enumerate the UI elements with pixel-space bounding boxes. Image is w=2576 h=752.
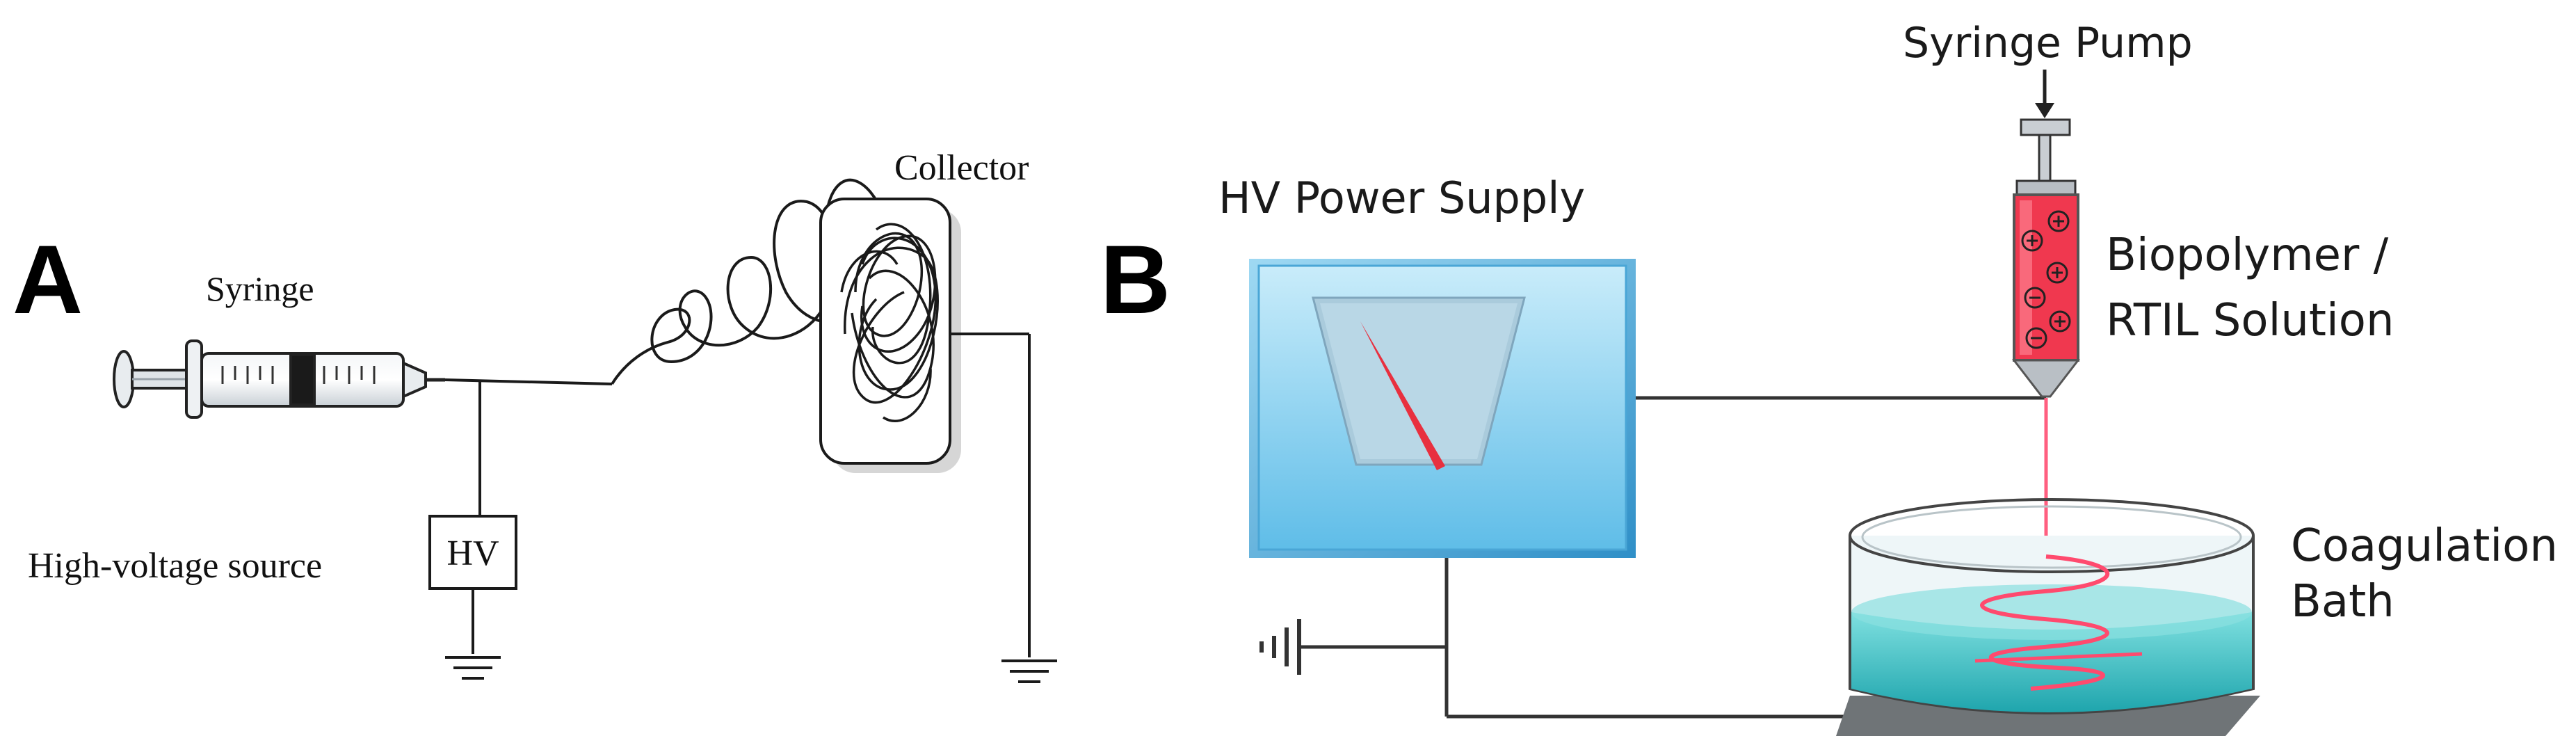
collector-ground-icon [1001, 659, 1057, 683]
panel-b: B HV Power Supply Syringe Pump [1100, 19, 2558, 736]
syringe-label: Syringe [206, 269, 314, 308]
panel-b-letter: B [1100, 225, 1170, 334]
syringe-icon [113, 339, 445, 419]
coagulation-bath [1836, 498, 2260, 736]
power-supply-icon [1249, 259, 1636, 558]
power-supply-label: HV Power Supply [1218, 173, 1585, 223]
collector-label: Collector [894, 148, 1029, 188]
panel-a-letter: A [13, 225, 83, 334]
syringe-pump-icon [2013, 70, 2079, 362]
ground-icon [445, 656, 501, 680]
collector-icon [819, 198, 961, 473]
solution-label-line2: RTIL Solution [2106, 295, 2394, 346]
high-voltage-source-label: High-voltage source [28, 546, 322, 586]
ground-icon [1259, 619, 1301, 675]
hv-box-label: HV [446, 534, 499, 573]
meter-needle [1360, 321, 1445, 470]
needle-icon [2011, 359, 2081, 398]
bath-label-line1: Coagulation [2291, 520, 2558, 572]
solution-label-line1: Biopolymer / [2106, 230, 2389, 281]
panel-a: A Syringe [13, 148, 1057, 683]
syringe-pump-label: Syringe Pump [1903, 19, 2193, 67]
bath-label-line2: Bath [2291, 576, 2394, 627]
